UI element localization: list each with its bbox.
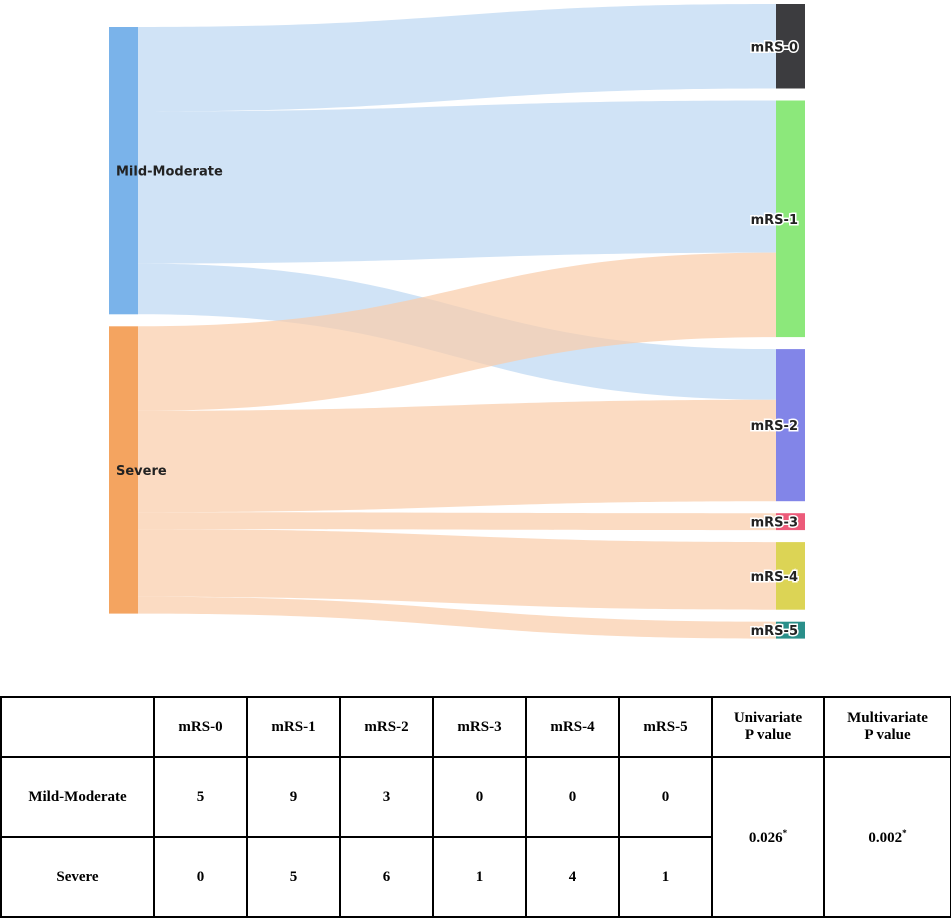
header-univariate: Univariate P value — [711, 696, 825, 758]
table-cell: 9 — [246, 756, 341, 838]
table-cell: 6 — [339, 836, 434, 918]
header-mrs-4: mRS-4 — [525, 696, 620, 758]
link-mild-moderate-to-mrs-0 — [138, 4, 776, 112]
header-empty-cell — [0, 696, 155, 758]
node-mrs-3 — [776, 513, 805, 531]
multivariate-p-cell: 0.002* — [823, 756, 951, 918]
multivariate-label-line1: Multivariate — [847, 710, 928, 726]
node-mild-moderate — [109, 27, 138, 315]
table-cell: 5 — [153, 756, 248, 838]
link-severe-to-mrs-5 — [138, 596, 776, 639]
link-severe-to-mrs-1 — [138, 252, 776, 411]
label-mild-moderate: Mild-Moderate — [116, 165, 223, 180]
header-mrs-2: mRS-2 — [339, 696, 434, 758]
significance-star: * — [782, 827, 788, 838]
significance-star: * — [902, 827, 907, 838]
label-mrs-2: mRS-2 — [751, 419, 798, 434]
stats-table: mRS-0 mRS-1 mRS-2 mRS-3 mRS-4 mRS-5 Univ… — [0, 696, 951, 918]
header-mrs-5: mRS-5 — [618, 696, 713, 758]
univariate-label-line1: Univariate — [733, 710, 803, 726]
table-cell: 0 — [618, 756, 713, 838]
node-mrs-2 — [776, 349, 805, 502]
node-mrs-0 — [776, 4, 805, 89]
table-cell: 3 — [339, 756, 434, 838]
node-mrs-1 — [776, 100, 805, 338]
row-group-label: Severe — [0, 836, 155, 918]
node-severe — [109, 326, 138, 614]
univariate-label-line2: P value — [744, 727, 792, 743]
table-cell: 1 — [432, 836, 527, 918]
table-cell: 5 — [246, 836, 341, 918]
link-severe-to-mrs-3 — [138, 512, 776, 531]
table-cell: 0 — [153, 836, 248, 918]
link-mild-moderate-to-mrs-1 — [138, 100, 776, 264]
label-mrs-4: mRS-4 — [751, 570, 798, 585]
link-severe-to-mrs-2 — [138, 399, 776, 513]
header-mrs-3: mRS-3 — [432, 696, 527, 758]
header-multivariate: Multivariate P value — [823, 696, 951, 758]
multivariate-p-value: 0.002 — [868, 829, 903, 846]
header-mrs-0: mRS-0 — [153, 696, 248, 758]
table-cell: 0 — [432, 756, 527, 838]
header-mrs-1: mRS-1 — [246, 696, 341, 758]
univariate-p-value: 0.026 — [748, 829, 783, 846]
label-mrs-5: mRS-5 — [751, 624, 798, 639]
label-mrs-0: mRS-0 — [751, 40, 798, 55]
table-cell: 1 — [618, 836, 713, 918]
node-mrs-5 — [776, 621, 805, 639]
table-cell: 0 — [525, 756, 620, 838]
link-severe-to-mrs-4 — [138, 529, 776, 610]
univariate-p-cell: 0.026* — [711, 756, 825, 918]
node-mrs-4 — [776, 542, 805, 610]
sankey-links — [138, 4, 776, 639]
table-header-row: mRS-0 mRS-1 mRS-2 mRS-3 mRS-4 mRS-5 Univ… — [0, 696, 951, 758]
label-severe: Severe — [116, 464, 167, 479]
multivariate-label-line2: P value — [864, 727, 911, 743]
row-group-label: Mild-Moderate — [0, 756, 155, 838]
label-mrs-1: mRS-1 — [751, 213, 798, 228]
label-mrs-3: mRS-3 — [751, 516, 798, 531]
table-row: Mild-Moderate 5 9 3 0 0 0 0.026* 0.002* — [0, 756, 951, 918]
table-cell: 4 — [525, 836, 620, 918]
